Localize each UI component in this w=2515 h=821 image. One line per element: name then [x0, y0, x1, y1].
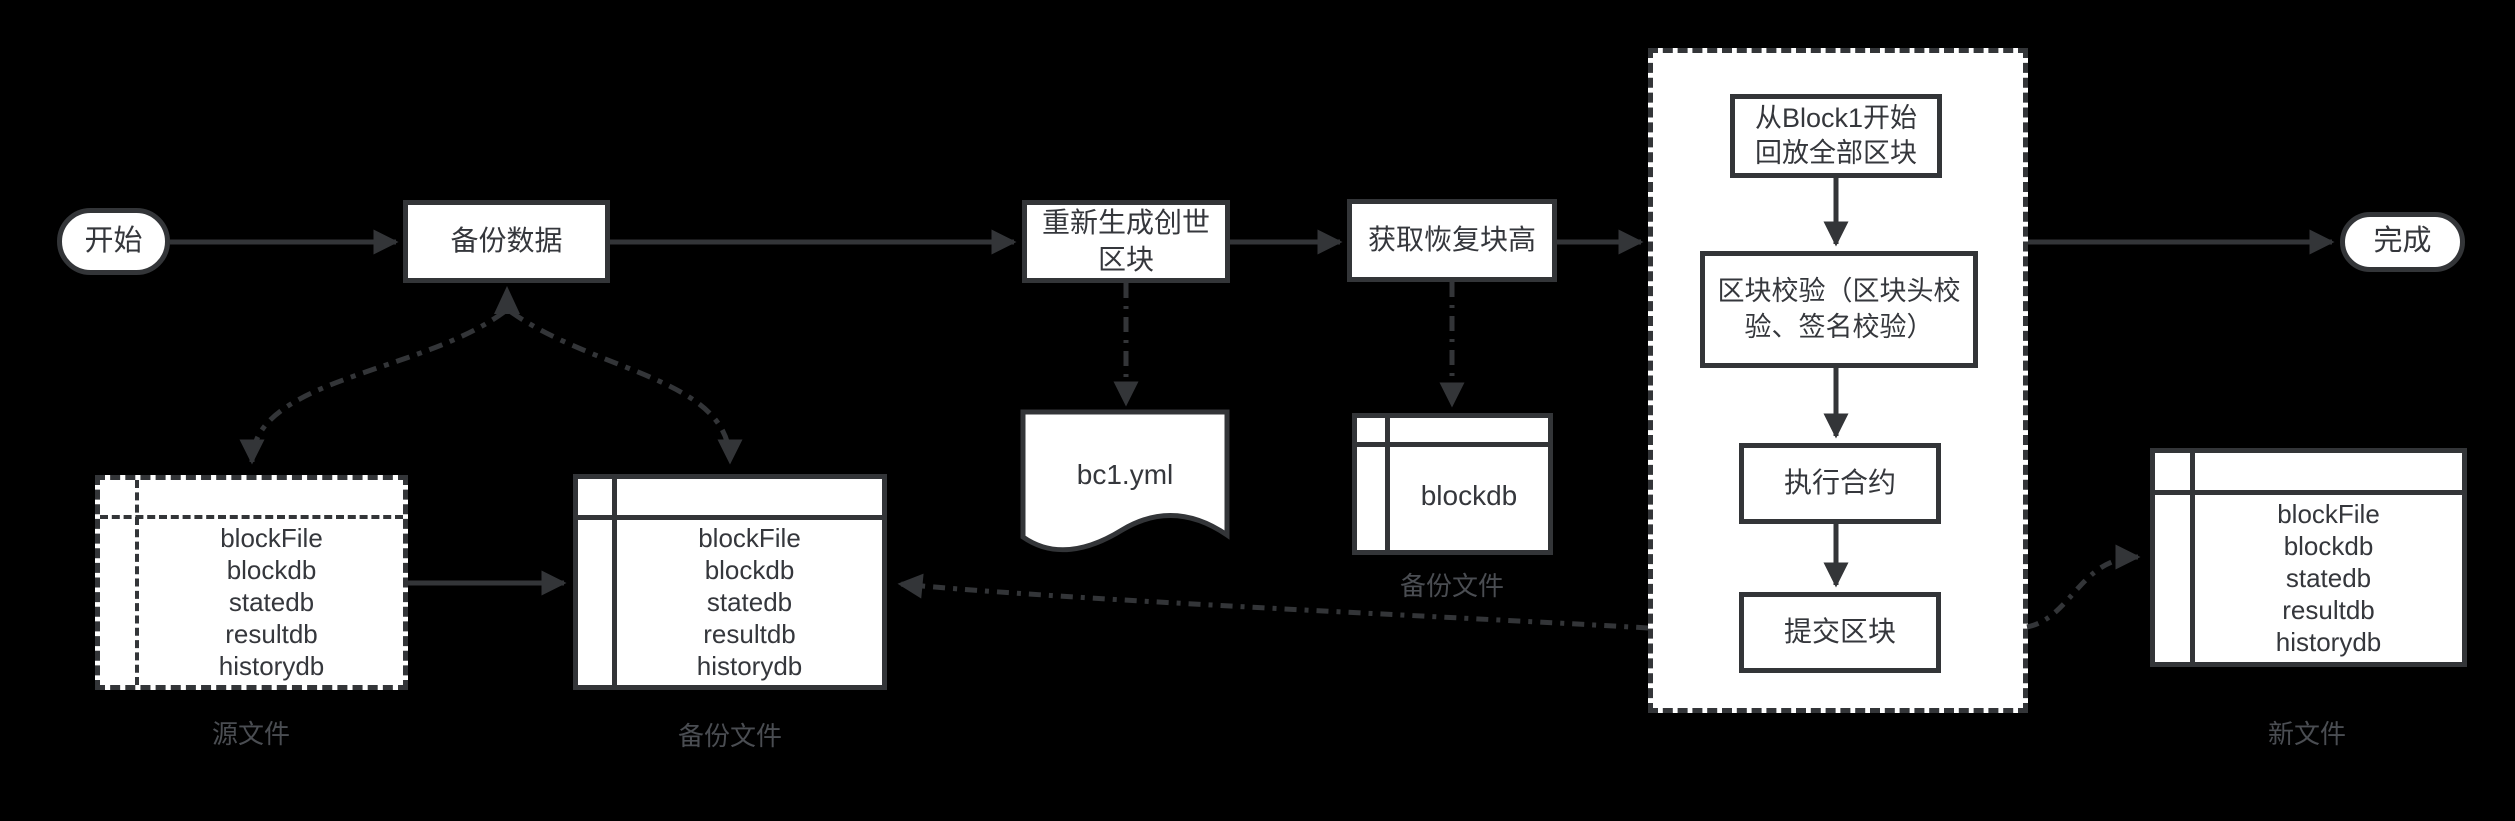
- source-file-items: blockFile blockdb statedb resultdb histo…: [218, 522, 325, 681]
- dashed-link-replay-group-to-backup-file: [897, 573, 1649, 631]
- backup-file-header-divider: [578, 515, 882, 520]
- node-get-recovery-height: 获取恢复块高: [1347, 199, 1557, 282]
- node-commit-block: 提交区块: [1739, 592, 1941, 673]
- source-file-table: [95, 475, 408, 690]
- dashed-curve-backup-data-to-source-file: [239, 309, 506, 465]
- new-file-header-divider: [2155, 490, 2462, 495]
- source-file-caption: 源文件: [211, 719, 291, 749]
- backup-file-caption: 备份文件: [677, 721, 783, 751]
- blockdb-table: [1352, 413, 1553, 555]
- document-shape-bc1yml: [1020, 409, 1230, 553]
- source-file-column-divider: [135, 480, 139, 685]
- up-arrowhead-into-backup-data: [494, 286, 520, 314]
- node-finish: 完成: [2340, 212, 2465, 272]
- backup-file-column-divider: [612, 479, 617, 685]
- new-file-items: blockFile blockdb statedb resultdb histo…: [2275, 498, 2382, 657]
- bc1yml-label: bc1.yml: [1076, 459, 1174, 490]
- dashed-curve-backup-data-to-backup-file: [509, 309, 743, 465]
- backup-file-items: blockFile blockdb statedb resultdb histo…: [696, 522, 803, 681]
- backup-file-table: [573, 474, 887, 690]
- node-regenerate-genesis: 重新生成创世 区块: [1022, 200, 1230, 283]
- node-execute-contract: 执行合约: [1739, 443, 1941, 524]
- blockdb-caption: 备份文件: [1399, 571, 1505, 601]
- blockdb-label: blockdb: [1420, 480, 1518, 511]
- node-start: 开始: [57, 208, 170, 275]
- node-replay-blocks: 从Block1开始 回放全部区块: [1730, 94, 1942, 178]
- node-backup-data: 备份数据: [403, 200, 610, 283]
- blockdb-column-divider: [1385, 418, 1390, 550]
- source-file-header-divider: [100, 515, 403, 519]
- new-file-column-divider: [2190, 453, 2195, 662]
- blockdb-header-divider: [1357, 442, 1548, 447]
- dashed-link-replay-group-to-new-file: [2026, 544, 2141, 630]
- new-file-table: [2150, 448, 2467, 667]
- new-file-caption: 新文件: [2267, 719, 2347, 749]
- node-block-verify: 区块校验（区块头校 验、签名校验）: [1700, 251, 1978, 368]
